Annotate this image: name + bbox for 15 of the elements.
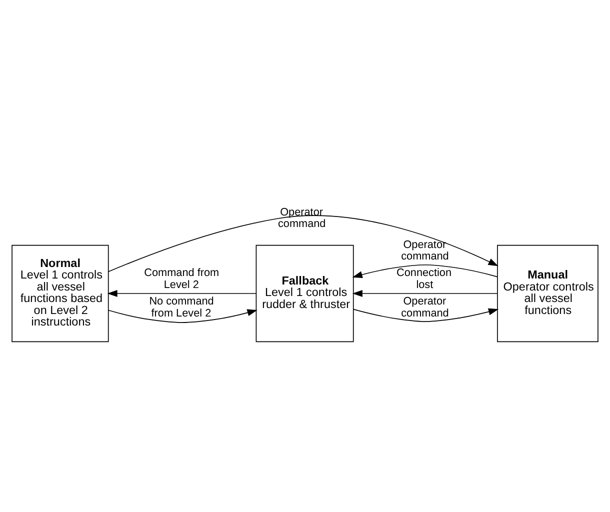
edge-label: Operator command — [401, 296, 449, 320]
arrow — [107, 290, 257, 297]
arrow — [108, 309, 258, 323]
arrow — [108, 215, 498, 272]
node-box: Normal Level 1 controls all vessel functions based on Level 2 instructions — [12, 244, 109, 342]
arrow — [352, 264, 498, 278]
node-box: Fallback Level 1 controls rudder & thruster — [256, 244, 354, 342]
arrow — [352, 290, 498, 297]
edge-label: Command from Level 2 — [144, 267, 220, 291]
arrow — [353, 308, 499, 322]
edge-label: No command from Level 2 — [149, 296, 214, 320]
edge-label: Connection lost — [396, 267, 452, 291]
edge-label: Operator command — [278, 206, 326, 230]
edge-label: Operator command — [401, 238, 449, 262]
node-box: Manual Operator controls all vessel functions — [497, 244, 598, 342]
